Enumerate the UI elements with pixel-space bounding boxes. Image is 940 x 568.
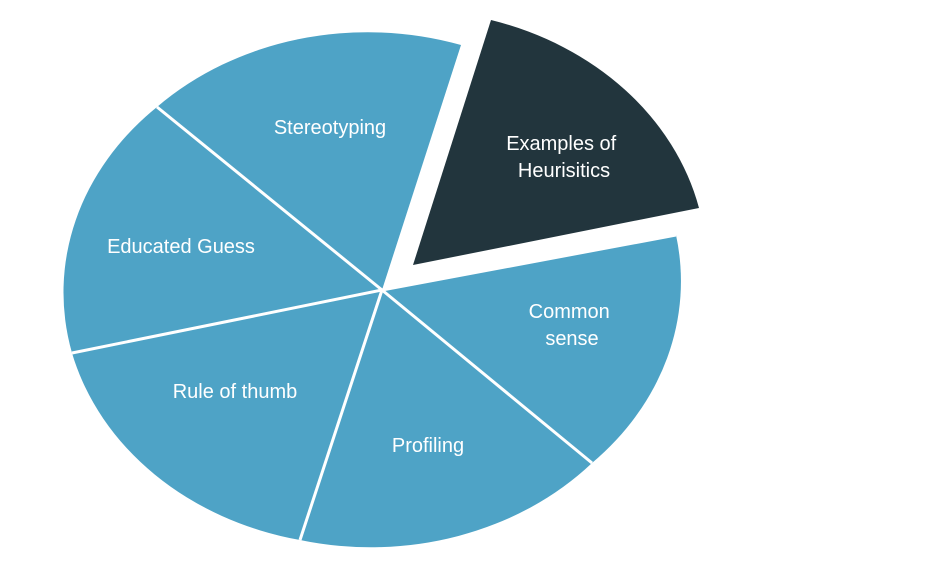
separator-line — [156, 105, 383, 292]
educated-guess-segment — [63, 107, 382, 353]
separator-line — [71, 288, 383, 355]
separator-line — [381, 288, 593, 465]
separator-line — [381, 233, 677, 292]
stereotyping-label: Stereotyping — [274, 117, 386, 139]
rule-of-thumb-segment — [72, 290, 382, 540]
profiling-segment — [300, 290, 592, 548]
common-sense-label: Common sense — [529, 301, 616, 350]
examples-of-heuristics-label: Examples of Heurisitics — [506, 133, 622, 182]
stereotyping-segment — [157, 32, 461, 290]
rule-of-thumb-label: Rule of thumb — [173, 381, 298, 403]
common-sense-segment — [382, 235, 681, 463]
examples-of-heuristics-segment — [413, 20, 699, 265]
separator-line — [298, 289, 384, 541]
educated-guess-label: Educated Guess — [107, 236, 255, 258]
profiling-label: Profiling — [392, 435, 464, 457]
